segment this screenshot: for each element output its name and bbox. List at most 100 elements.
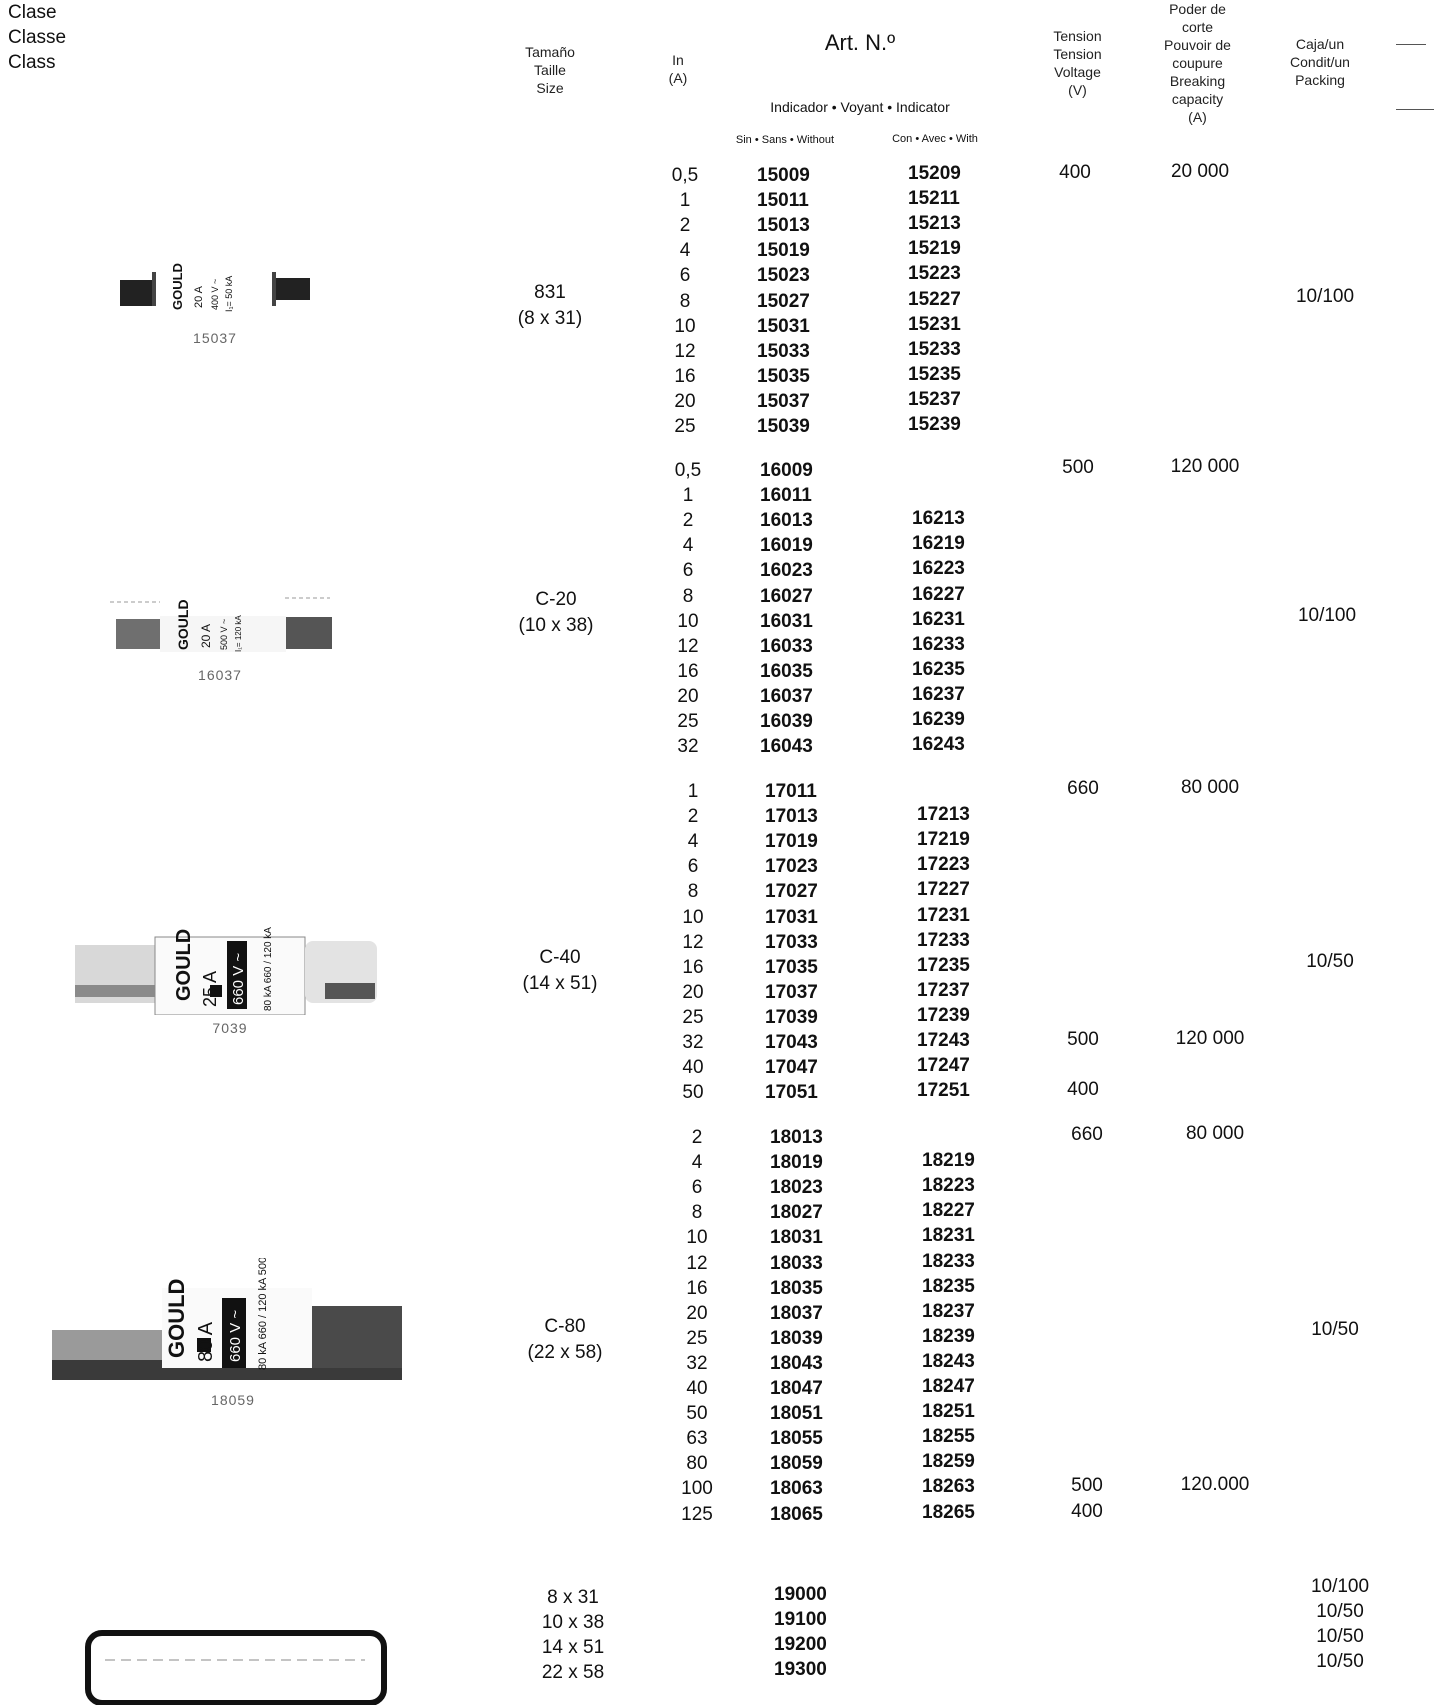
rated-current: 1	[679, 190, 691, 211]
packing-label-fr: Condit/un	[1290, 54, 1350, 70]
code-with-indicator: 16213	[912, 508, 965, 529]
code-without-indicator: 17043	[765, 1032, 818, 1053]
rated-current: 16	[682, 957, 704, 978]
code-without-indicator: 16023	[760, 560, 813, 581]
voltage-value: 500	[1067, 1029, 1099, 1050]
code-without-indicator: 17013	[765, 806, 818, 827]
dummy-size: 14 x 51	[541, 1637, 605, 1658]
capacity-unit: (A)	[1188, 109, 1207, 125]
voltage-value: 500	[1071, 1475, 1103, 1496]
size-dims: (8 x 31)	[517, 308, 583, 329]
packing-831: 10/100	[1295, 286, 1355, 307]
code-without-indicator: 17047	[765, 1057, 818, 1078]
voltage-unit: (V)	[1068, 82, 1087, 98]
packing-c80: 10/50	[1311, 1319, 1359, 1340]
code-with-indicator: 16219	[912, 533, 965, 554]
code-without-indicator: 15037	[757, 391, 810, 412]
fuse-label-rating: 80 A	[195, 1321, 217, 1362]
code-without-indicator: 15031	[757, 316, 810, 337]
code-with-indicator: 15227	[908, 289, 961, 310]
rated-current: 2	[679, 215, 691, 236]
code-with-indicator: 15213	[908, 213, 961, 234]
code-without-indicator: 15013	[757, 215, 810, 236]
rated-current: 25	[682, 1007, 704, 1028]
code-without-indicator: 17035	[765, 957, 818, 978]
code-without-indicator: 16009	[760, 460, 813, 481]
size-label-en: Size	[536, 80, 564, 96]
code-with-indicator: 15223	[908, 263, 961, 284]
in-header: In (A)	[648, 51, 708, 87]
code-with-indicator: 17219	[917, 829, 970, 850]
rated-current: 10	[686, 1227, 708, 1248]
voltage-value: 500	[1062, 457, 1094, 478]
code-with-indicator: 15235	[908, 364, 961, 385]
fuse-label-capacity: I₁= 120 kA	[234, 615, 243, 652]
rated-current: 1	[687, 781, 699, 802]
code-with-indicator: 16227	[912, 584, 965, 605]
code-with-indicator: 17213	[917, 804, 970, 825]
voltage-value: 400	[1059, 162, 1091, 183]
dummy-size: 22 x 58	[541, 1662, 605, 1683]
rated-current: 100	[681, 1478, 713, 1499]
code-without-indicator: 18063	[770, 1478, 823, 1499]
code-with-indicator: 17239	[917, 1005, 970, 1026]
rated-current: 6	[682, 560, 694, 581]
class-label-es: Clase	[8, 2, 57, 23]
code-without-indicator: 18019	[770, 1152, 823, 1173]
size-label-es: Tamaño	[525, 44, 575, 60]
rated-current: 0,5	[671, 165, 699, 186]
breaking-capacity-value: 120 000	[1175, 1028, 1245, 1049]
rated-current: 16	[674, 366, 696, 387]
code-without-indicator: 18065	[770, 1504, 823, 1525]
rated-current: 0,5	[674, 460, 702, 481]
dummy-size: 8 x 31	[547, 1587, 599, 1608]
dummy-code: 19000	[774, 1584, 827, 1605]
code-with-indicator: 18247	[922, 1376, 975, 1397]
code-with-indicator: 16243	[912, 734, 965, 755]
rated-current: 12	[677, 636, 699, 657]
code-without-indicator: 16043	[760, 736, 813, 757]
capacity-label-3: Pouvoir de	[1164, 37, 1231, 53]
class-header: Clase Classe Class	[8, 0, 66, 75]
breaking-capacity-value: 120 000	[1170, 456, 1240, 477]
rated-current: 16	[677, 661, 699, 682]
in-unit: (A)	[668, 70, 688, 86]
code-with-indicator: 16231	[912, 609, 965, 630]
fuse-label-capacity: 80 kA 660 / 120 kA 500	[263, 925, 274, 1011]
packing-header: Caja/un Condit/un Packing	[1265, 35, 1375, 89]
code-with-indicator: 18255	[922, 1426, 975, 1447]
rated-current: 2	[691, 1127, 703, 1148]
code-without-indicator: 16019	[760, 535, 813, 556]
dummy-sizes: 8 x 31 10 x 38 14 x 51 22 x 58	[508, 1585, 638, 1685]
rated-current: 12	[682, 932, 704, 953]
code-without-indicator: 18051	[770, 1403, 823, 1424]
rated-current: 50	[682, 1082, 704, 1103]
rated-current: 10	[682, 907, 704, 928]
rated-current: 12	[674, 341, 696, 362]
code-with-indicator: 15209	[908, 163, 961, 184]
size-label-c20: C-20 (10 x 38)	[476, 587, 636, 639]
code-without-indicator: 17019	[765, 831, 818, 852]
fuse-caption-c80: 18059	[211, 1392, 255, 1408]
rated-current: 20	[686, 1303, 708, 1324]
size-dims: (14 x 51)	[522, 973, 598, 994]
code-without-indicator: 17051	[765, 1082, 818, 1103]
dummy-fuse-image	[85, 1630, 390, 1705]
breaking-capacity-value: 20 000	[1170, 161, 1230, 182]
packing-label-en: Packing	[1295, 72, 1345, 88]
capacity-label-4: coupure	[1172, 55, 1223, 71]
dummy-code: 19100	[774, 1609, 827, 1630]
code-with-indicator: 16223	[912, 558, 965, 579]
rated-current: 40	[682, 1057, 704, 1078]
code-with-indicator: 16235	[912, 659, 965, 680]
code-with-indicator: 15231	[908, 314, 961, 335]
code-with-indicator: 17235	[917, 955, 970, 976]
fuse-label-brand: GOULD	[173, 929, 195, 1001]
breaking-capacity-value: 80 000	[1180, 777, 1240, 798]
rated-current: 20	[677, 686, 699, 707]
code-without-indicator: 16035	[760, 661, 813, 682]
capacity-label-1: Poder de	[1169, 1, 1226, 17]
rated-current: 1	[682, 485, 694, 506]
size-code: 831	[534, 282, 566, 303]
code-with-indicator: 17233	[917, 930, 970, 951]
